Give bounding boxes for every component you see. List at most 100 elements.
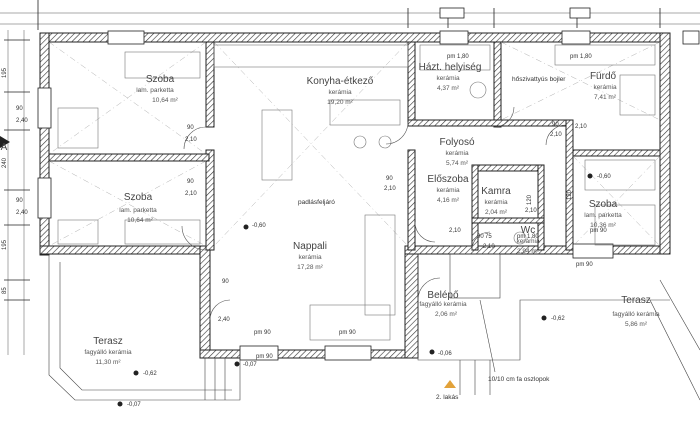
room-area: 7,41 m² xyxy=(594,94,617,101)
door-dim-6-width: 90 xyxy=(222,279,229,285)
room-area: 17,28 m² xyxy=(297,264,323,271)
room-area: 5,86 m² xyxy=(625,321,648,328)
room-name: Terasz xyxy=(93,336,122,347)
door-dim-8-width: 120 xyxy=(527,194,533,205)
window-dim-7: pm 90 xyxy=(576,262,593,268)
section-marker: A xyxy=(0,136,10,153)
door-dim-3-width: 90 xyxy=(386,176,393,182)
room-area: 10,64 m² xyxy=(152,97,178,104)
room-finish: kerámia xyxy=(298,254,322,261)
room-haztartasi: Házt. helyiség kerámia 4,37 m² xyxy=(419,62,482,92)
window-dim-4: pm 90 xyxy=(590,228,607,234)
door-swings xyxy=(181,106,567,321)
terrace-right xyxy=(417,253,700,401)
room-finish: kerámia xyxy=(593,84,617,91)
room-area: 5,74 m² xyxy=(446,160,469,167)
door-dim-5-height: 2,10 xyxy=(483,244,495,250)
room-area: 2,94 m² xyxy=(517,248,540,255)
window-dim-5: pm 90 xyxy=(254,330,271,336)
room-area: 2,04 m² xyxy=(485,209,508,216)
level-062-b: -0,62 xyxy=(551,316,565,322)
room-area: 19,20 m² xyxy=(327,99,353,106)
left-dim-2: 90 xyxy=(16,106,23,112)
room-szoba-1: Szoba lam. parketta 10,64 m² xyxy=(136,74,178,104)
room-terasz-1: Terasz fagyálló kerámia 11,30 m² xyxy=(84,336,132,366)
window-dimensions: pm 1,80 pm 1,80 pm 1,80 pm 90 pm 90 pm 9… xyxy=(254,54,607,360)
room-name: Házt. helyiség xyxy=(419,62,482,73)
room-finish: lam. parketta xyxy=(136,87,174,94)
room-name: Folyosó xyxy=(439,137,474,148)
door-dim-4-height: 2,10 xyxy=(449,228,461,234)
window-dim-6: pm 90 xyxy=(339,330,356,336)
door-dim-7-width: 90 xyxy=(552,122,559,128)
room-name: Szoba xyxy=(589,199,618,210)
left-dim-8: 85 xyxy=(2,287,8,294)
room-name: Nappali xyxy=(293,241,327,252)
room-diagonals xyxy=(48,41,661,247)
level-060-b: -0,60 xyxy=(597,174,611,180)
posts-label: 10/10 cm fa oszlopok xyxy=(488,376,550,383)
room-terasz-2: Terasz fagyálló kerámia 5,86 m² xyxy=(612,295,660,328)
room-name: Terasz xyxy=(621,295,650,306)
door-dim-2-height: 2,10 xyxy=(185,191,197,197)
window-dim-2: pm 1,80 xyxy=(570,54,592,60)
room-finish: kerámia xyxy=(328,89,352,96)
door-dim-1-width: 90 xyxy=(187,125,194,131)
room-szoba-2: Szoba lam. parketta 10,64 m² xyxy=(119,192,157,224)
attic-hatch-label: padlásfeljáró xyxy=(298,199,335,206)
room-kamra: Kamra kerámia 2,04 m² xyxy=(481,186,511,216)
room-name: Fürdő xyxy=(590,71,617,82)
room-area: 11,30 m² xyxy=(95,359,121,366)
room-name: Előszoba xyxy=(427,174,469,185)
door-dim-7-height: 2,10 xyxy=(550,132,562,138)
room-finish: fagyálló kerámia xyxy=(84,349,132,356)
interior-walls xyxy=(48,41,661,251)
room-szoba-3: Szoba lam. parketta 10,36 m² xyxy=(584,199,622,229)
door-dim-1-height: 2,10 xyxy=(185,137,197,143)
room-eloszoba: Előszoba kerámia 4,16 m² xyxy=(427,174,469,204)
room-finish: kerámia xyxy=(436,187,460,194)
room-name: Belépő xyxy=(427,290,459,301)
door-dim-3-height: 2,10 xyxy=(384,186,396,192)
room-area: 4,37 m² xyxy=(437,85,460,92)
entrance-arrow-icon xyxy=(444,380,456,388)
door-dim-9-height: 2,10 xyxy=(575,124,587,130)
left-dim-5: 90 xyxy=(16,198,23,204)
left-dim-6: 2,40 xyxy=(16,210,28,216)
room-area: 2,06 m² xyxy=(435,311,458,318)
room-name: Szoba xyxy=(146,74,175,85)
left-dim-3: 2,40 xyxy=(16,118,28,124)
room-name: Konyha-étkező xyxy=(307,76,374,87)
left-dim-4: 240 xyxy=(2,157,8,168)
room-area: 4,16 m² xyxy=(437,197,460,204)
room-konyha: Konyha-étkező kerámia 19,20 m² xyxy=(307,76,374,106)
door-dim-8-height: 2,10 xyxy=(525,208,537,214)
unit-label: 2. lakás xyxy=(436,394,459,401)
window-dim-8: pm 90 xyxy=(256,354,273,360)
room-area: 10,64 m² xyxy=(127,217,153,224)
room-finish: kerámia xyxy=(445,150,469,157)
door-dimensions: 90 2,10 90 2,10 90 2,10 90 2,10 75 2,10 … xyxy=(185,122,587,323)
room-area: 10,36 m² xyxy=(590,222,616,229)
room-finish: fagyálló kerámia xyxy=(419,301,467,308)
level-markers: -0,60 -0,60 -0,62 -0,62 -0,07 -0,07 -0,0… xyxy=(117,173,611,408)
room-finish: fagyálló kerámia xyxy=(612,311,660,318)
room-name: Wc xyxy=(521,225,535,236)
windows xyxy=(37,7,700,361)
section-label: A xyxy=(1,142,8,153)
room-finish: kerámia xyxy=(436,75,460,82)
room-nappali: Nappali kerámia 17,28 m² xyxy=(293,241,327,271)
window-dim-3: pm 1,80 xyxy=(517,234,539,240)
room-folyoso: Folyosó kerámia 5,74 m² xyxy=(439,137,474,167)
room-belepo: Belépő fagyálló kerámia 2,06 m² xyxy=(419,290,467,318)
level-006: -0,06 xyxy=(438,351,452,357)
door-dim-2-width: 90 xyxy=(187,179,194,185)
left-dimension-line: 195 90 2,40 240 90 2,40 195 85 xyxy=(2,30,30,355)
room-furdo: Fürdő kerámia 7,41 m² xyxy=(590,71,617,101)
door-dim-5-width: 75 xyxy=(485,234,492,240)
boiler-label: hőszivattyús bojler xyxy=(512,76,566,83)
left-dim-1: 195 xyxy=(2,67,8,78)
room-name: Szoba xyxy=(124,192,153,203)
room-wc: Wc kerámia 2,94 m² xyxy=(516,225,540,255)
